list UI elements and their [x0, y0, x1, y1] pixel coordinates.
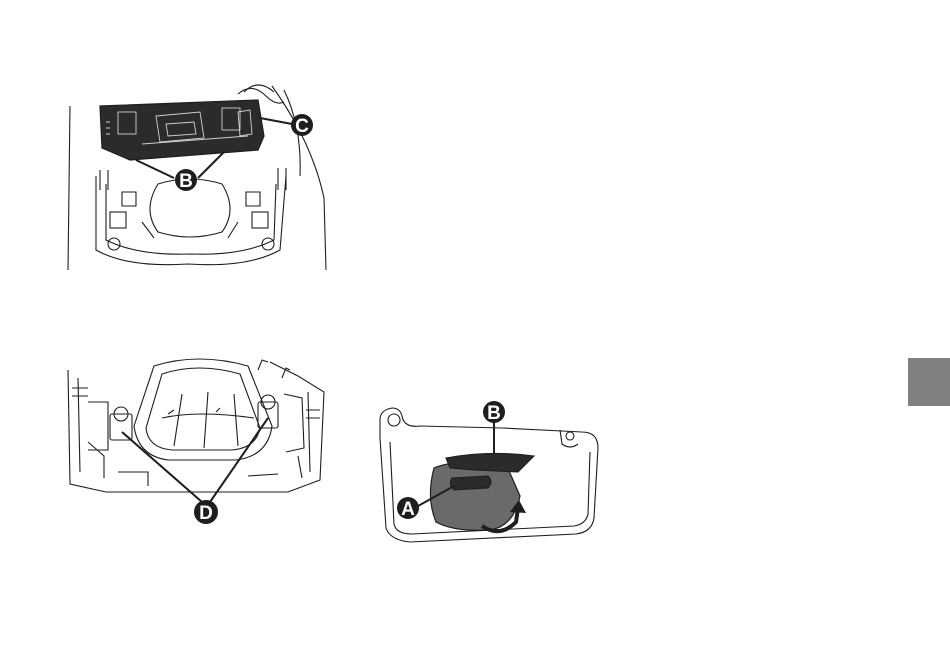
callout-c-label: C [295, 116, 309, 137]
overhead-console-figure: B C [62, 72, 330, 272]
callout-d-label: D [199, 503, 213, 524]
callout-a-label: A [401, 499, 415, 520]
callout-b-label: B [487, 403, 501, 424]
sun-visor-figure: B A [370, 398, 606, 550]
console-lamps-figure: D [58, 352, 334, 532]
callout-b-label: B [179, 171, 193, 192]
frame-left-edge [68, 106, 70, 270]
section-thumb-tab [908, 358, 950, 406]
vanity-mirror [430, 462, 520, 531]
mirror-cover-flap [446, 453, 534, 472]
